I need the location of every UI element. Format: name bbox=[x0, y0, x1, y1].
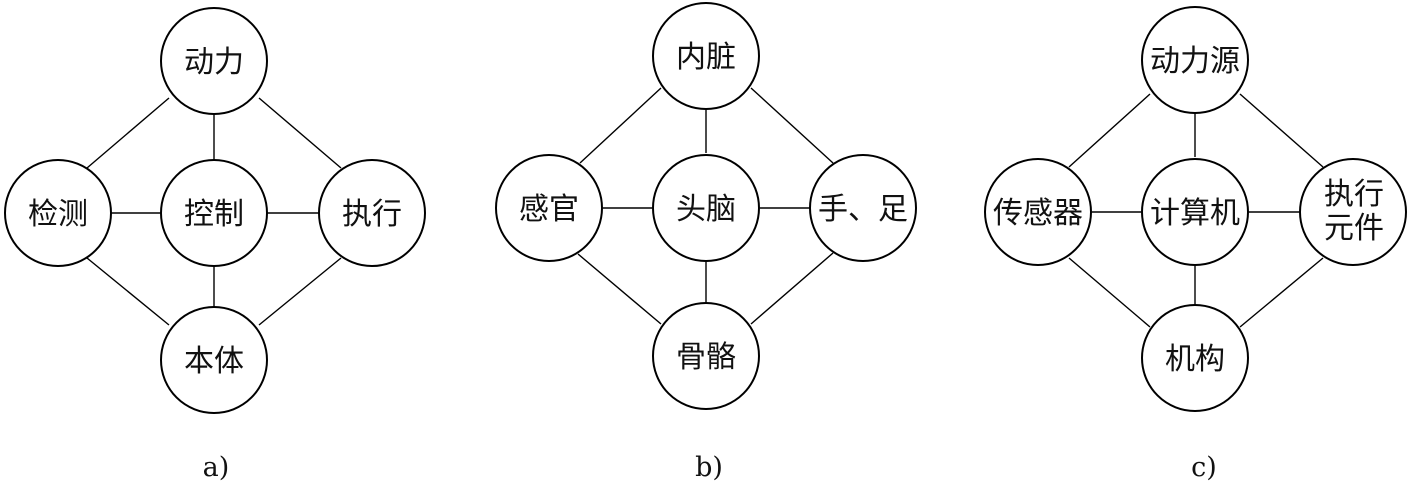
node-a-bottom bbox=[160, 306, 268, 414]
node-b-top bbox=[652, 2, 760, 110]
connector-right-bottom bbox=[258, 257, 342, 326]
caption-b: b) bbox=[695, 452, 723, 483]
node-c-bottom-label: 机构 bbox=[1165, 342, 1225, 377]
node-a-center bbox=[160, 159, 268, 267]
node-a-right bbox=[318, 159, 426, 267]
connector-left-bottom bbox=[577, 253, 662, 325]
node-b-top-label: 内脏 bbox=[676, 40, 736, 75]
node-c-right-label-line1: 执行 bbox=[1324, 177, 1384, 212]
connector-right-bottom bbox=[750, 252, 834, 325]
diagram-b-connectors bbox=[577, 87, 834, 325]
node-c-right bbox=[1299, 158, 1407, 266]
node-a-top-label: 动力 bbox=[184, 45, 244, 80]
node-b-center bbox=[652, 154, 760, 262]
node-b-right bbox=[809, 154, 917, 262]
node-a-left-label: 检测 bbox=[28, 197, 88, 232]
connector-left-top bbox=[579, 87, 662, 164]
caption-c: c) bbox=[1191, 452, 1217, 483]
node-a-left bbox=[4, 159, 112, 267]
diagram-a: 动力 检测 控制 执行 本体 a) bbox=[4, 7, 426, 483]
node-c-center-label: 计算机 bbox=[1150, 196, 1240, 231]
node-b-center-label: 头脑 bbox=[676, 192, 736, 227]
connector-right-bottom bbox=[1239, 257, 1324, 328]
diagram-c: 动力源 传感器 计算机 执行 元件 机构 c) bbox=[984, 6, 1407, 483]
diagram-b: 内脏 感官 头脑 手、足 骨骼 b) bbox=[495, 2, 917, 483]
node-c-top-label: 动力源 bbox=[1150, 44, 1240, 79]
node-b-bottom-label: 骨骼 bbox=[676, 340, 736, 375]
diagram-c-connectors bbox=[1068, 93, 1324, 328]
node-c-right-label-line2: 元件 bbox=[1324, 211, 1384, 246]
node-c-left bbox=[984, 158, 1092, 266]
node-b-bottom bbox=[652, 302, 760, 410]
node-a-center-label: 控制 bbox=[184, 197, 244, 232]
node-c-top bbox=[1141, 6, 1249, 114]
node-b-right-label: 手、足 bbox=[818, 192, 908, 227]
connector-top-right bbox=[258, 97, 342, 169]
node-c-bottom bbox=[1141, 304, 1249, 412]
node-b-left bbox=[495, 154, 603, 262]
node-c-center bbox=[1141, 158, 1249, 266]
connector-left-top bbox=[1068, 93, 1151, 168]
node-a-right-label: 执行 bbox=[342, 197, 402, 232]
caption-a: a) bbox=[203, 452, 230, 483]
node-b-left-label: 感官 bbox=[519, 192, 579, 227]
node-c-left-label: 传感器 bbox=[993, 196, 1083, 231]
node-a-bottom-label: 本体 bbox=[184, 344, 244, 379]
connector-left-bottom bbox=[86, 257, 170, 326]
connector-top-right bbox=[750, 87, 834, 164]
diagram-a-connectors bbox=[86, 97, 342, 326]
connector-top-right bbox=[1239, 93, 1324, 168]
connector-left-top bbox=[86, 97, 170, 169]
node-a-top bbox=[160, 7, 268, 115]
connector-left-bottom bbox=[1068, 257, 1151, 328]
